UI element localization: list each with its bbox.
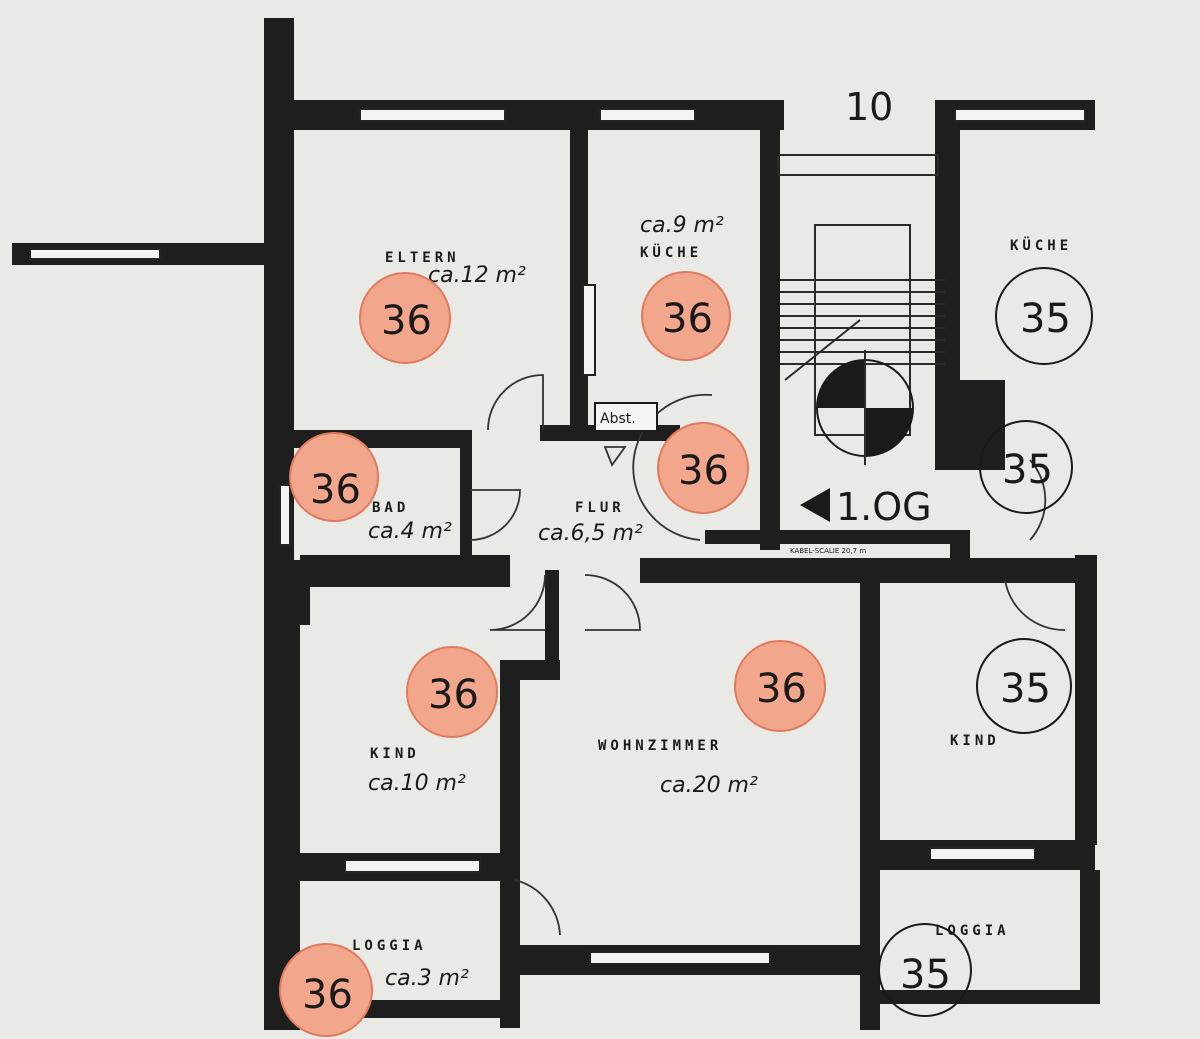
- marker-eltern: 36: [359, 272, 451, 364]
- interior-walls: [290, 130, 970, 680]
- svg-text:36: 36: [756, 666, 807, 712]
- marker-flur: 36: [657, 422, 749, 514]
- door-swings: [469, 374, 1066, 936]
- room-area-eltern: ca.12 m²: [428, 263, 526, 288]
- room-name-loggia-right: LOGGIA: [935, 923, 1010, 939]
- storage-label: Abst.: [600, 411, 636, 427]
- marker-kueche-right: 35: [995, 267, 1093, 365]
- room-name-kueche: KÜCHE: [640, 243, 702, 261]
- marker-loggia-right: 35: [878, 923, 972, 1017]
- marker-flur-right: 35: [979, 420, 1073, 514]
- svg-text:36: 36: [310, 467, 361, 513]
- svg-text:36: 36: [302, 972, 353, 1018]
- room-area-bad: ca.4 m²: [368, 519, 452, 544]
- room-name-eltern: ELTERN: [385, 250, 460, 266]
- svg-text:35: 35: [1020, 296, 1071, 342]
- svg-text:35: 35: [1002, 447, 1053, 493]
- floor-indicator: 1.OG KABEL-SCALIE 20,7 m: [790, 485, 932, 555]
- room-area-kueche: ca.9 m²: [640, 213, 724, 238]
- room-name-loggia-left: LOGGIA: [352, 938, 427, 954]
- marker-loggia-left: 36: [279, 943, 373, 1037]
- svg-text:35: 35: [1000, 666, 1051, 712]
- room-area-loggia-left: ca.3 m²: [385, 966, 469, 991]
- room-name-bad: BAD: [372, 500, 409, 516]
- unit-35-markers: 35 35 35 35: [878, 267, 1093, 1017]
- marker-kind-right: 35: [976, 638, 1072, 734]
- marker-kueche: 36: [641, 271, 731, 361]
- left-balcony-rail: [12, 243, 280, 265]
- svg-text:36: 36: [678, 448, 729, 494]
- windows: [279, 108, 1086, 965]
- floor-number: 10: [845, 85, 893, 129]
- scale-note: KABEL-SCALIE 20,7 m: [790, 547, 866, 555]
- svg-text:36: 36: [428, 672, 479, 718]
- svg-text:36: 36: [381, 298, 432, 344]
- room-area-flur: ca.6,5 m²: [538, 521, 643, 546]
- room-name-kind-left: KIND: [370, 746, 420, 762]
- marker-wohnzimmer: 36: [734, 640, 826, 732]
- room-name-wohnzimmer: WOHNZIMMER: [598, 738, 722, 754]
- room-area-kind-left: ca.10 m²: [368, 771, 466, 796]
- svg-text:36: 36: [662, 296, 713, 342]
- room-labels: ELTERN ca.12 m² ca.9 m² KÜCHE KÜCHE BAD …: [352, 213, 1072, 991]
- floor-label: 1.OG: [836, 485, 932, 529]
- svg-text:35: 35: [900, 952, 951, 998]
- arrow-left-icon: [800, 488, 830, 522]
- room-area-wohnzimmer: ca.20 m²: [660, 773, 758, 798]
- stairwell: [777, 154, 945, 465]
- marker-kind-left: 36: [406, 646, 498, 738]
- room-name-kind-right: KIND: [950, 733, 1000, 749]
- marker-bad: 36: [289, 432, 379, 522]
- unit-36-markers: 36 36 36 36 36 36 36: [279, 271, 826, 1037]
- room-name-flur: FLUR: [575, 500, 625, 516]
- room-name-kueche-right: KÜCHE: [1010, 236, 1072, 254]
- storage-closet: Abst.: [594, 402, 658, 432]
